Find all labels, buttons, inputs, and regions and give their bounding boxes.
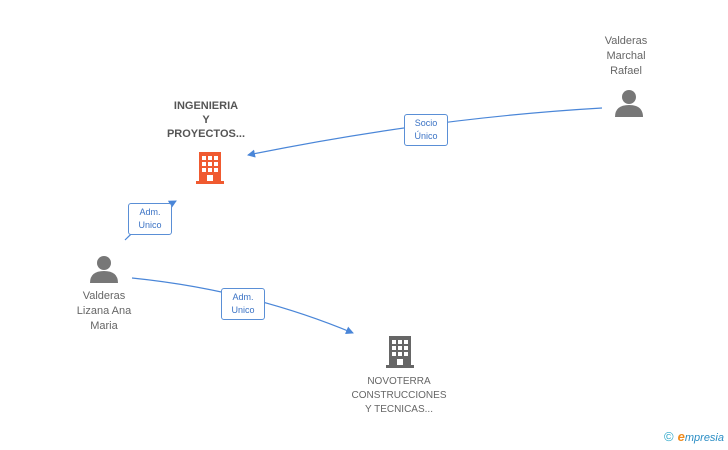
person-rafael-label[interactable]: Valderas Marchal Rafael <box>604 35 648 77</box>
building-icon[interactable] <box>194 150 226 186</box>
edge-label-adm-unico[interactable]: Adm. Unico <box>128 203 172 235</box>
person-ana-label[interactable]: Valderas Lizana Ana Maria <box>76 290 132 332</box>
company-main-label[interactable]: INGENIERIA Y PROYECTOS... <box>166 100 246 140</box>
person-icon[interactable] <box>614 89 644 117</box>
copyright-icon: © <box>664 429 674 444</box>
empresia-logo: ©empresia <box>664 429 724 444</box>
building-icon[interactable] <box>384 334 416 370</box>
edge-label-socio-unico[interactable]: Socio Único <box>404 114 448 146</box>
edge-label-adm-unico[interactable]: Adm. Unico <box>221 288 265 320</box>
person-icon[interactable] <box>89 255 119 283</box>
company-novoterra-label[interactable]: NOVOTERRA CONSTRUCCIONES Y TECNICAS... <box>351 376 447 415</box>
